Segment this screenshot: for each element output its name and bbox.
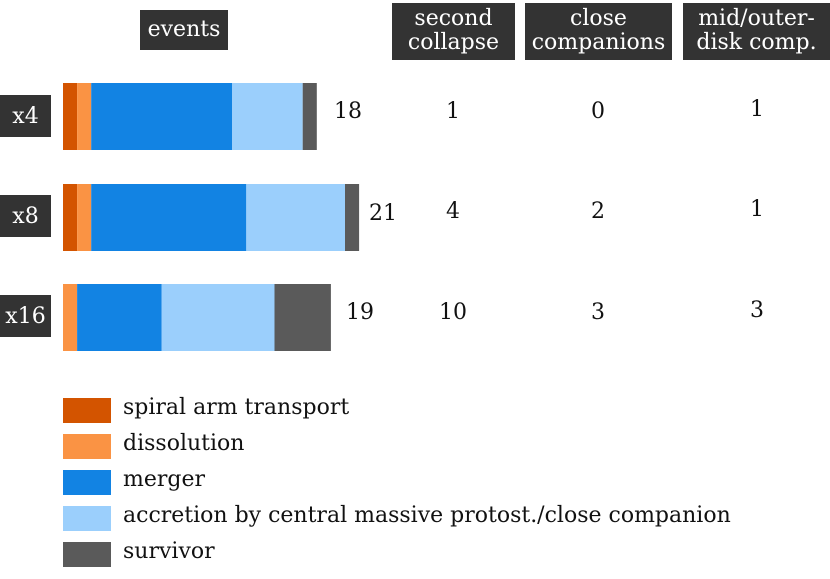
total-x4: 18 bbox=[334, 99, 362, 124]
row-label-x16: x16 bbox=[0, 295, 51, 337]
header-close-companions-line1: close bbox=[570, 6, 627, 31]
total-x8: 21 bbox=[369, 201, 397, 226]
row-label-x8-text: x8 bbox=[12, 203, 39, 229]
mid-outer-x4: 1 bbox=[750, 97, 764, 122]
bar-segment-x8-spiral bbox=[63, 184, 78, 251]
legend-swatch-dissolution bbox=[63, 434, 111, 459]
header-close-companions-line2: companions bbox=[531, 30, 666, 55]
bar-segment-x16-survivor bbox=[274, 284, 331, 351]
row-label-x4: x4 bbox=[0, 95, 51, 137]
header-mid-outer-disk: mid/outer- disk comp. bbox=[683, 3, 830, 60]
bar-segment-x4-dissolution bbox=[77, 83, 92, 150]
bar-segment-x4-accretion bbox=[232, 83, 303, 150]
header-close-companions: close companions bbox=[525, 3, 672, 60]
header-mid-outer-line1: mid/outer- bbox=[698, 6, 815, 31]
bar-segment-x8-survivor bbox=[345, 184, 360, 251]
second-collapse-x4: 1 bbox=[446, 99, 460, 124]
legend-swatch-spiral bbox=[63, 398, 111, 423]
legend-swatch-survivor bbox=[63, 542, 111, 567]
legend-label-dissolution: dissolution bbox=[123, 431, 245, 456]
legend-label-spiral: spiral arm transport bbox=[123, 395, 350, 420]
legend-swatch-accretion bbox=[63, 506, 111, 531]
mid-outer-x16: 3 bbox=[750, 298, 764, 323]
bar-segment-x16-accretion bbox=[161, 284, 275, 351]
header-events-label: events bbox=[147, 17, 221, 42]
bar-segment-x4-spiral bbox=[63, 83, 78, 150]
header-second-collapse: second collapse bbox=[392, 3, 515, 60]
bar-segment-x8-dissolution bbox=[77, 184, 92, 251]
legend-label-merger: merger bbox=[123, 467, 206, 492]
legend-label-survivor: survivor bbox=[123, 539, 215, 564]
bar-segment-x4-survivor bbox=[302, 83, 317, 150]
row-label-x4-text: x4 bbox=[12, 103, 39, 129]
bar-segment-x4-merger bbox=[91, 83, 233, 150]
close-companions-x8: 2 bbox=[591, 199, 605, 224]
stacked-bar-chart bbox=[63, 83, 360, 351]
header-events: events bbox=[140, 10, 228, 50]
mid-outer-x8: 1 bbox=[750, 197, 764, 222]
bar-segment-x8-accretion bbox=[246, 184, 345, 251]
legend-swatch-merger bbox=[63, 470, 111, 495]
row-label-x8: x8 bbox=[0, 195, 51, 237]
second-collapse-x8: 4 bbox=[446, 199, 460, 224]
close-companions-x4: 0 bbox=[591, 99, 605, 124]
second-collapse-x16: 10 bbox=[439, 300, 467, 325]
header-second-collapse-line2: collapse bbox=[407, 30, 500, 55]
bar-segment-x16-dissolution bbox=[63, 284, 78, 351]
header-mid-outer-line2: disk comp. bbox=[696, 30, 817, 55]
row-label-x16-text: x16 bbox=[5, 303, 46, 329]
total-x16: 19 bbox=[346, 300, 374, 325]
legend-label-accretion: accretion by central massive protost./cl… bbox=[123, 503, 731, 528]
close-companions-x16: 3 bbox=[591, 300, 605, 325]
bar-segment-x8-merger bbox=[91, 184, 247, 251]
header-second-collapse-line1: second bbox=[414, 6, 493, 31]
bar-segment-x16-merger bbox=[77, 284, 162, 351]
